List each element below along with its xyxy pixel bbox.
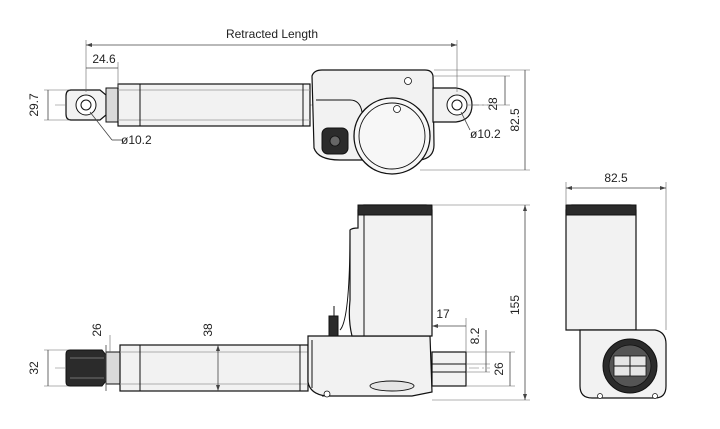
- dim-clevis-width: 17: [432, 307, 467, 352]
- end-gearbox: [579, 329, 667, 399]
- end-view: 82.5: [565, 171, 667, 399]
- dim-rod-end-offset: 24.6: [86, 52, 119, 88]
- rod-end-dia-label: 32: [27, 361, 41, 375]
- rod-dia-label: 26: [90, 323, 104, 337]
- rod-end-eye: [65, 87, 119, 123]
- dim-rear-hole-offset: 28: [434, 75, 510, 111]
- rear-hole-dia-label: ø10.2: [470, 127, 501, 141]
- side-rear-clevis: [431, 351, 467, 387]
- clevis-width-label: 17: [436, 307, 450, 321]
- rod-hole-dia-label: ø10.2: [121, 133, 152, 147]
- tube-dia-label: 38: [201, 323, 215, 337]
- side-view: 26 38 32 17 8.2: [27, 204, 530, 401]
- dim-rod-end-dia: 32: [27, 349, 68, 387]
- clevis-height-label: 26: [492, 362, 506, 376]
- dim-end-width: 82.5: [565, 171, 667, 330]
- rod-end-offset-label: 24.6: [92, 52, 116, 66]
- side-cable: [328, 306, 339, 337]
- dim-rod-end-height: 29.7: [27, 89, 70, 121]
- rod-end-height-label: 29.7: [27, 93, 41, 117]
- rear-clevis-eye: [432, 87, 473, 123]
- top-overall-height-label: 82.5: [508, 108, 522, 132]
- clevis-slot-label: 8.2: [468, 327, 482, 344]
- gear-housing: [311, 69, 435, 175]
- side-rod-end: [65, 349, 121, 387]
- end-motor-housing: [565, 204, 637, 331]
- dim-side-overall-height: 155: [432, 204, 530, 401]
- dim-rod-dia: 26: [90, 323, 111, 391]
- end-width-label: 82.5: [604, 171, 628, 185]
- dim-clevis-height: 26: [466, 351, 515, 387]
- side-overall-height-label: 155: [508, 295, 522, 315]
- dim-rod-hole-dia: ø10.2: [89, 111, 152, 147]
- side-gearbox: [307, 335, 433, 398]
- inner-tube: [117, 83, 311, 127]
- dim-rear-hole-dia: ø10.2: [460, 111, 501, 141]
- dim-top-overall-height: 82.5: [420, 69, 530, 171]
- top-view: Retracted Length 24.6 29.7 ø10.2 ø10.2: [27, 27, 530, 175]
- dim-clevis-slot: 8.2: [466, 327, 490, 373]
- side-inner-tube: [119, 344, 309, 392]
- rear-hole-offset-label: 28: [486, 97, 500, 111]
- side-motor-housing: [339, 204, 433, 337]
- dim-retracted-length: Retracted Length: [85, 27, 458, 92]
- retracted-length-label: Retracted Length: [226, 27, 318, 41]
- dim-tube-dia: 38: [201, 323, 220, 391]
